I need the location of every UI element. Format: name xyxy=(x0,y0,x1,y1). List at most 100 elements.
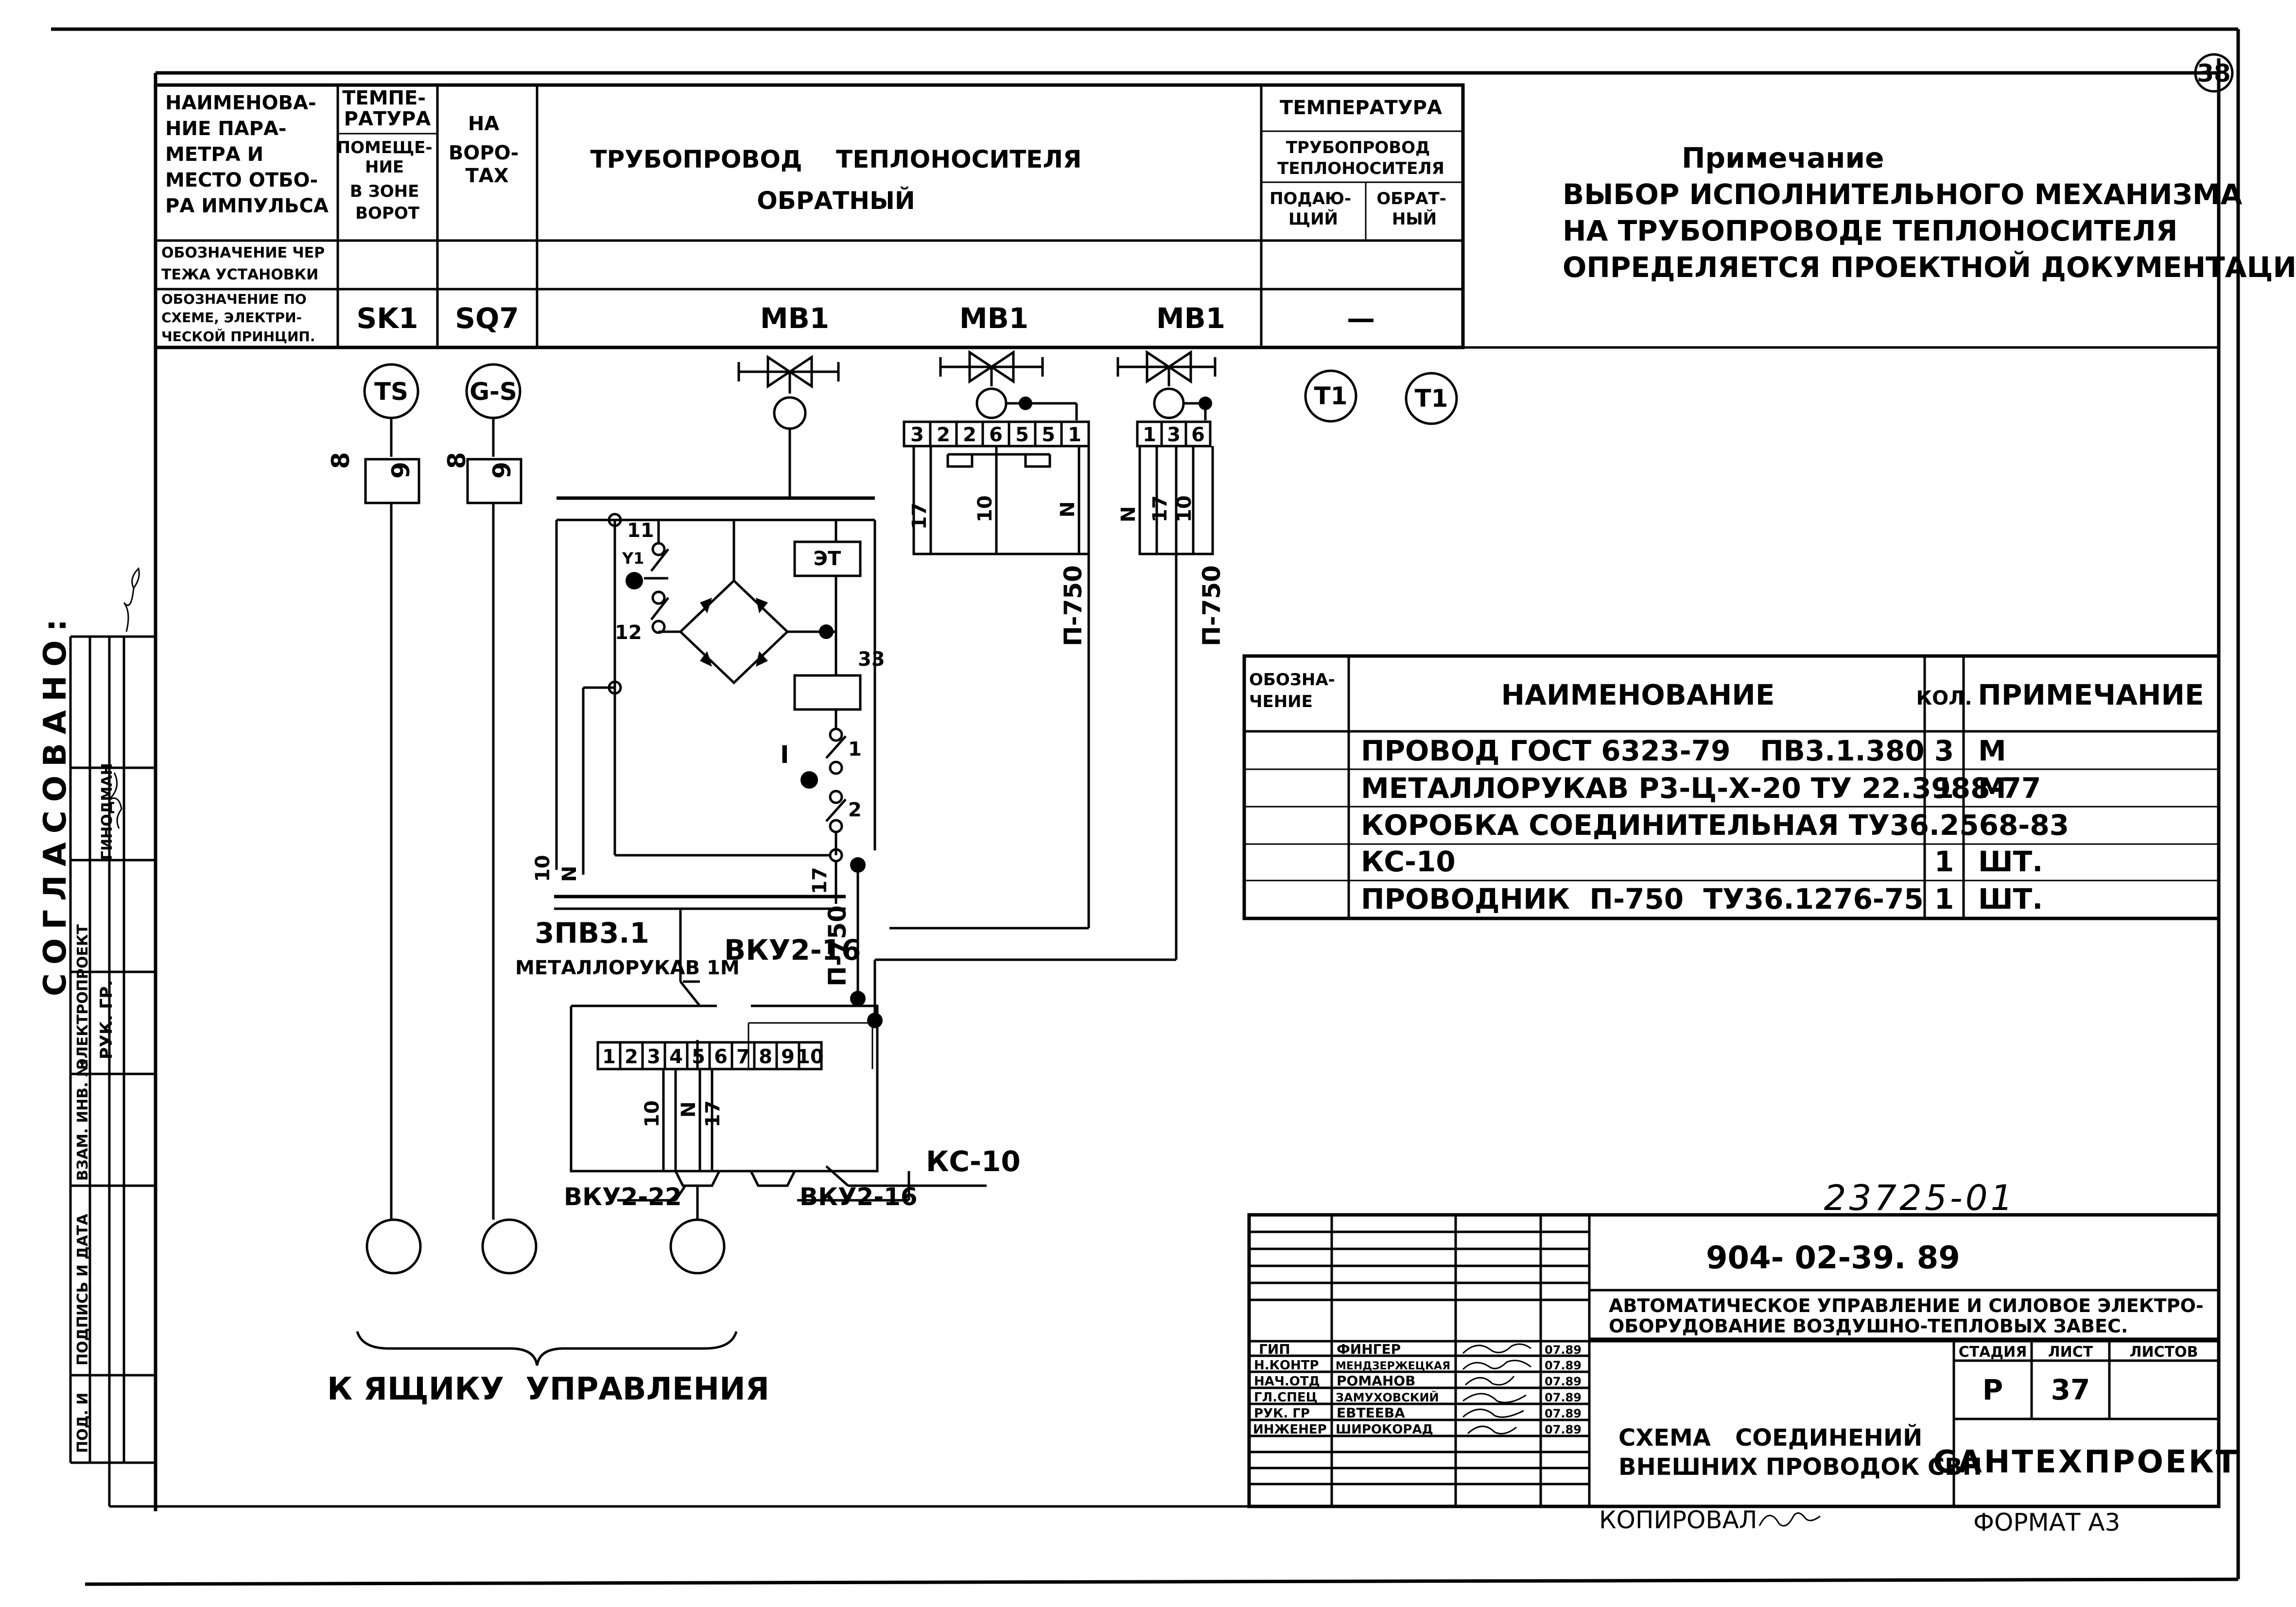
format-label: ФОРМАТ А3 xyxy=(1973,1508,2120,1537)
header-table xyxy=(154,83,1465,349)
page-number-circle xyxy=(2194,53,2234,93)
strip-a-t7: 1 xyxy=(1068,424,1081,446)
materials-row-4-note: ШТ. xyxy=(1978,845,2043,878)
label-coil-33: 33 xyxy=(858,648,885,671)
strip-a-t4: 6 xyxy=(989,424,1003,446)
control-circuit xyxy=(554,496,876,1006)
kc-t3: 3 xyxy=(647,1046,661,1068)
scheme-code-row-label: ОБОЗНАЧЕНИЕ ПО СХЕМЕ, ЭЛЕКТРИ- ЧЕСКОЙ ПР… xyxy=(161,291,315,345)
kc-t2: 2 xyxy=(625,1046,638,1068)
person-3-role: НАЧ.ОТД xyxy=(1254,1374,1320,1389)
materials-row-2-qty: 1 xyxy=(1934,772,1954,805)
materials-header-name: НАИМЕНОВАНИЕ xyxy=(1501,678,1775,711)
strip-b-t1: 1 xyxy=(1143,424,1156,446)
label-w10: 10 xyxy=(532,855,554,882)
label-p750-a: П-750 xyxy=(1059,565,1087,646)
person-6-role: ИНЖЕНЕР xyxy=(1253,1422,1327,1437)
title-sheets-header: ЛИСТОВ xyxy=(2130,1344,2198,1361)
person-2-date: 07.89 xyxy=(1545,1359,1582,1372)
person-3-name: РОМАНОВ xyxy=(1337,1373,1415,1389)
label-t12: 12 xyxy=(615,622,642,644)
strip-b-label-17: 17 xyxy=(1149,495,1171,522)
mv-code-3: MB1 xyxy=(1156,302,1225,335)
label-w17: 17 xyxy=(809,867,831,894)
stamp-ginodman: ГИНОДМАН xyxy=(99,763,116,860)
title-drawing-name: СХЕМА СОЕДИНЕНИЙ ВНЕШНИХ ПРОВОДОК СВП xyxy=(1618,1424,1982,1481)
page-number: 38 xyxy=(2197,59,2231,87)
kc-box-label: КС-10 xyxy=(926,1145,1021,1178)
person-4-name: ЗАМУХОВСКИЙ xyxy=(1336,1390,1439,1404)
person-1-date: 07.89 xyxy=(1545,1343,1582,1357)
return-header: ОБРАТ- НЫЙ xyxy=(1376,189,1452,229)
terminal-strip-a xyxy=(903,420,1090,555)
person-5-date: 07.89 xyxy=(1545,1407,1582,1420)
label-9b: 9 xyxy=(488,462,516,479)
terminal-circle-1 xyxy=(365,1218,422,1275)
pipe-title: ТРУБОПРОВОД ТЕПЛОНОСИТЕЛЯ xyxy=(590,145,1081,173)
strip-a-t1: 3 xyxy=(910,424,924,446)
svg-text:T1: T1 xyxy=(1314,382,1348,410)
vku-br-label: ВКУ2-16 xyxy=(800,1183,918,1211)
kc-t4: 4 xyxy=(669,1046,683,1068)
materials-row-2-name: МЕТАЛЛОРУКАВ Р3-Ц-Х-20 ТУ 22.3988-77 xyxy=(1361,772,2041,805)
person-2-role: Н.КОНТР xyxy=(1254,1358,1319,1373)
strip-b-label-n: N xyxy=(1117,506,1140,522)
sensor-cables xyxy=(364,418,522,1220)
param-name-header: НАИМЕНОВА- НИЕ ПАРА- МЕТРА И МЕСТО ОТБО-… xyxy=(165,92,329,217)
label-sw2: 2 xyxy=(848,799,862,821)
junction-box-kc10 xyxy=(570,909,987,1220)
copied-by-label: КОПИРОВАЛ xyxy=(1599,1506,1757,1534)
title-organization: САНТЕХПРОЕКТ xyxy=(1933,1444,2239,1480)
side-stamp xyxy=(69,635,156,1464)
vku-top-label: ВКУ2-16 xyxy=(724,933,861,967)
materials-row-5-qty: 1 xyxy=(1934,882,1954,916)
kc-t6: 6 xyxy=(714,1046,728,1068)
control-box-caption: К ЯЩИКУ УПРАВЛЕНИЯ xyxy=(327,1371,769,1407)
person-1-role: ГИП xyxy=(1259,1341,1290,1357)
terminal-circle-2 xyxy=(481,1218,538,1275)
note-title: Примечание xyxy=(1682,141,1884,174)
materials-row-2-note: М xyxy=(1978,772,2006,805)
sensor-t1-return: T1 xyxy=(1405,372,1458,425)
title-block-signatures xyxy=(1462,1343,1531,1434)
gate-header: НА ВОРО- ТАХ xyxy=(449,113,525,187)
label-y1: Y1 xyxy=(622,549,644,568)
label-swI: I xyxy=(780,741,789,769)
person-6-name: ШИРОКОРАД xyxy=(1336,1422,1433,1437)
kc-t1: 1 xyxy=(602,1046,616,1068)
stamp-group-lead: РУК. ГР. xyxy=(97,980,116,1059)
agreed-label: СОГЛАСОВАНО: xyxy=(37,610,73,996)
valve-3-icon xyxy=(1116,350,1217,420)
copied-by-signature xyxy=(1758,1512,1821,1527)
hose-label: МЕТАЛЛОРУКАВ 1М xyxy=(515,957,740,979)
stamp-sign-date: ПОДПИСЬ И ДАТА xyxy=(74,1213,91,1365)
label-p750-c: П-750 xyxy=(823,905,852,986)
strip-a-label-n: N xyxy=(1057,501,1079,518)
vku-bl-label: ВКУ2-22 xyxy=(564,1183,682,1211)
label-9a: 9 xyxy=(387,462,415,479)
strip-b-t2: 3 xyxy=(1167,424,1181,446)
title-description: АВТОМАТИЧЕСКОЕ УПРАВЛЕНИЕ И СИЛОВОЕ ЭЛЕК… xyxy=(1609,1295,2210,1337)
stamp-electroproject: ЭЛЕКТРОПРОЕКТ xyxy=(74,924,91,1069)
person-5-name: ЕВТЕЕВА xyxy=(1337,1405,1405,1421)
materials-row-1-name: ПРОВОД ГОСТ 6323-79 ПВ3.1.380 xyxy=(1361,734,1925,767)
supply-header: ПОДАЮ- ЩИЙ xyxy=(1270,189,1357,229)
note-text: ВЫБОР ИСПОЛНИТЕЛЬНОГО МЕХАНИЗМА НА ТРУБО… xyxy=(1563,178,2296,284)
materials-row-4-qty: 1 xyxy=(1934,845,1954,878)
materials-header-code: ОБОЗНА- ЧЕНИЕ xyxy=(1249,670,1341,711)
title-code: 904- 02-39. 89 xyxy=(1706,1240,1960,1276)
person-1-name: ФИНГЕР xyxy=(1337,1341,1401,1357)
strip-a-t3: 2 xyxy=(963,424,976,446)
coil-33 xyxy=(793,674,862,711)
stamp-replace-inv: ВЗАМ. ИНВ. № xyxy=(74,1059,91,1181)
valve-1-icon xyxy=(737,355,840,498)
control-box-brace xyxy=(356,1331,738,1366)
sensor-ts: TS xyxy=(363,363,419,419)
strip-b-t3: 6 xyxy=(1191,424,1205,446)
kc-label-n: N xyxy=(678,1102,700,1118)
kc-t10: 10 xyxy=(797,1046,824,1068)
mv-code-2: MB1 xyxy=(959,302,1028,335)
pipe-subtitle: ОБРАТНЫЙ xyxy=(757,186,915,215)
coil-et xyxy=(793,540,862,577)
sq-code: SQ7 xyxy=(455,302,519,335)
